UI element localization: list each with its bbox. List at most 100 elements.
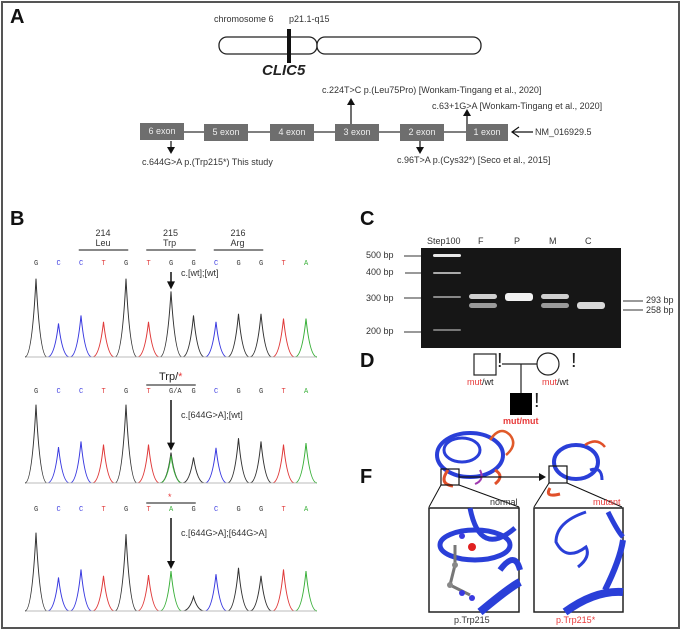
variant-annotation: c.224T>C p.(Leu75Pro) [Wonkam-Tingang et… bbox=[322, 85, 542, 95]
codon-number: 216 bbox=[230, 228, 246, 238]
base-call: C bbox=[79, 260, 84, 268]
gel-lane-label: M bbox=[549, 236, 557, 246]
mutant-label: mutant bbox=[593, 497, 621, 507]
tryptophan-side-chain bbox=[447, 533, 476, 601]
trace-peak bbox=[69, 569, 93, 612]
trace-peak bbox=[204, 321, 228, 358]
ladder-band bbox=[433, 272, 461, 274]
normal-label: normal bbox=[490, 497, 518, 507]
trace-peak bbox=[294, 570, 318, 612]
arrow-down-icon bbox=[167, 147, 175, 154]
arrow-down-icon bbox=[167, 281, 175, 290]
exclamation-icon: ! bbox=[571, 350, 577, 372]
trace-peak bbox=[114, 404, 138, 484]
trace-peak bbox=[182, 315, 205, 358]
exon-box-6: 6 exon bbox=[140, 123, 184, 140]
variant-annotation: c.63+1G>A [Wonkam-Tingang et al., 2020] bbox=[432, 101, 603, 111]
codon-number: 214 bbox=[95, 228, 111, 238]
base-call: G bbox=[191, 260, 196, 268]
arrow-up-icon bbox=[347, 98, 355, 105]
base-call: G bbox=[169, 260, 174, 268]
base-call: G bbox=[236, 388, 241, 396]
exclamation-icon: ! bbox=[497, 350, 503, 372]
arrow-left-icon bbox=[510, 126, 520, 138]
exclamation-icon: ! bbox=[534, 390, 540, 412]
gel-band-f-258 bbox=[469, 303, 497, 308]
base-call: T bbox=[281, 260, 286, 268]
trace-peak bbox=[69, 441, 93, 484]
base-call: G/A bbox=[169, 388, 182, 396]
gel-band-p-293 bbox=[505, 293, 533, 301]
ladder-band bbox=[433, 329, 461, 331]
gel-band-m-258 bbox=[541, 303, 569, 308]
base-call: A bbox=[169, 506, 174, 514]
base-call: A bbox=[304, 506, 309, 514]
trace-peak bbox=[204, 574, 228, 612]
chromosome-label: chromosome 6 bbox=[214, 14, 274, 24]
trace-peak bbox=[24, 532, 48, 612]
exon-box-4: 4 exon bbox=[270, 124, 314, 141]
mutant-codon-label: * bbox=[168, 492, 172, 502]
trace-peak bbox=[159, 455, 183, 484]
exon-box-5: 5 exon bbox=[204, 124, 248, 141]
trace-peak bbox=[227, 567, 250, 612]
oxygen-atom bbox=[468, 543, 476, 551]
agarose-gel-image bbox=[421, 248, 621, 348]
base-call: A bbox=[304, 260, 309, 268]
trace-peak bbox=[92, 444, 115, 484]
mother-genotype: mut/wt bbox=[542, 377, 569, 387]
mutant-zoom-ribbon bbox=[554, 510, 626, 616]
gel-lane-label: Step100 bbox=[427, 236, 461, 246]
base-call: G bbox=[34, 260, 39, 268]
base-call: C bbox=[79, 388, 84, 396]
trace-peak bbox=[294, 318, 318, 358]
mutant-caption: p.Trp215* bbox=[556, 615, 596, 625]
trace-peak bbox=[272, 444, 295, 484]
pedigree-proband-symbol bbox=[510, 393, 532, 415]
base-call: G bbox=[236, 260, 241, 268]
base-call: A bbox=[304, 388, 309, 396]
codon-amino-acid: Leu bbox=[95, 238, 111, 248]
normal-caption: p.Trp215 bbox=[454, 615, 490, 625]
exon-box-3: 3 exon bbox=[335, 124, 379, 141]
trace-peak bbox=[137, 321, 160, 358]
mutant-zoom-region bbox=[548, 465, 568, 484]
pedigree-father-symbol bbox=[473, 353, 497, 376]
base-call: C bbox=[214, 388, 219, 396]
ladder-label: 400 bp bbox=[366, 267, 394, 277]
normal-zoom-ribbon bbox=[437, 507, 523, 616]
base-call: G bbox=[34, 388, 39, 396]
exon-box-1: 1 exon bbox=[466, 124, 508, 141]
gel-lane-label: P bbox=[514, 236, 521, 246]
base-call: T bbox=[101, 506, 106, 514]
codon-amino-acid: Arg bbox=[230, 238, 245, 248]
base-call: G bbox=[124, 506, 129, 514]
genotype-label: c.[644G>A];[644G>A] bbox=[181, 528, 268, 538]
father-genotype: mut/wt bbox=[467, 377, 494, 387]
mutant-protein-structure bbox=[546, 440, 606, 497]
base-call: T bbox=[281, 506, 286, 514]
normal-protein-structure bbox=[435, 429, 515, 488]
mut-allele: mut bbox=[542, 377, 558, 387]
locus-label: p21.1-q15 bbox=[289, 14, 330, 24]
codon-amino-acid: Trp bbox=[163, 238, 177, 248]
stop-codon-star: * bbox=[178, 371, 183, 383]
trace-peak bbox=[137, 574, 160, 612]
base-call: C bbox=[79, 506, 84, 514]
base-call: C bbox=[56, 388, 61, 396]
base-call: T bbox=[281, 388, 286, 396]
genotype-label: c.[wt];[wt] bbox=[181, 268, 219, 278]
trace-peak bbox=[137, 444, 160, 484]
trace-peak bbox=[24, 278, 48, 358]
trace-peak bbox=[47, 323, 70, 358]
ladder-band bbox=[433, 296, 461, 298]
panel-label-b: B bbox=[10, 208, 25, 230]
trace-peak bbox=[92, 575, 115, 612]
trace-peak bbox=[227, 438, 250, 484]
base-call: G bbox=[259, 388, 264, 396]
base-call: T bbox=[146, 506, 151, 514]
base-call: G bbox=[259, 260, 264, 268]
trace-peak bbox=[182, 594, 205, 612]
trace-peak bbox=[182, 457, 205, 484]
